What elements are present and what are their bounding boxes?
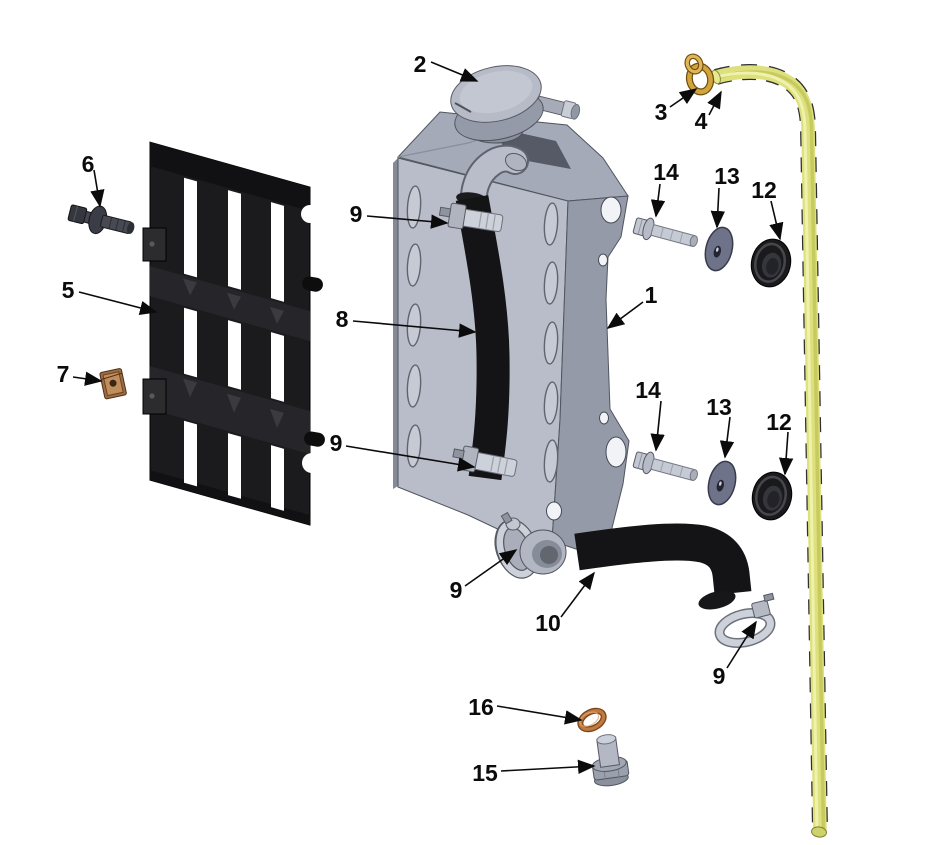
callout-2: 2 — [414, 51, 479, 82]
upper-washer — [700, 223, 738, 275]
callout-label: 1 — [645, 282, 658, 308]
lower-grommet — [746, 467, 798, 525]
guard-clip-nut — [99, 368, 127, 400]
bracket-hole — [599, 411, 609, 425]
bracket-hole — [546, 501, 562, 521]
callout-7: 7 — [57, 361, 103, 387]
overflow-tube — [711, 64, 828, 838]
callout-label: 3 — [655, 99, 668, 125]
callout-label: 13 — [706, 394, 732, 420]
callout-4: 4 — [695, 90, 722, 134]
lower-mount-bolt — [631, 448, 701, 488]
callout-9-middle: 9 — [330, 430, 476, 472]
outlet-hose — [574, 523, 752, 610]
callout-5: 5 — [62, 277, 158, 315]
callout-label: 9 — [350, 201, 363, 227]
bracket-hole — [598, 253, 608, 267]
guard-mount-bolt — [67, 204, 135, 235]
callout-10: 10 — [535, 571, 595, 636]
callout-label: 4 — [695, 108, 708, 134]
bracket-hole — [600, 196, 622, 224]
guard-notch-upper — [301, 205, 319, 223]
callout-9-outlet: 9 — [450, 549, 518, 603]
upper-grommet — [745, 234, 797, 292]
callout-label: 7 — [57, 361, 70, 387]
callout-label: 9 — [713, 663, 726, 689]
callout-label: 2 — [414, 51, 427, 77]
outlet-port — [494, 511, 567, 579]
callouts: 2 3 4 6 5 7 9 8 — [57, 51, 794, 786]
callout-8: 8 — [336, 306, 477, 338]
callout-3: 3 — [655, 88, 698, 125]
front-hose — [455, 192, 510, 481]
callout-16: 16 — [468, 694, 583, 725]
upper-mount-bolt — [631, 214, 701, 254]
callout-label: 12 — [766, 409, 792, 435]
callout-label: 5 — [62, 277, 75, 303]
callout-15: 15 — [472, 759, 596, 786]
callout-14-lower: 14 — [635, 377, 665, 452]
radiator — [393, 111, 630, 557]
callout-1: 1 — [606, 282, 658, 329]
callout-label: 10 — [535, 610, 561, 636]
outlet-hose-clamp — [714, 592, 776, 648]
guard-panel — [149, 141, 311, 526]
overflow-tube-clamp — [684, 53, 715, 96]
callout-9-upper: 9 — [350, 201, 449, 229]
guard-peg-lower — [304, 431, 325, 447]
callout-13-upper: 13 — [710, 163, 740, 229]
guard-peg-upper — [302, 276, 323, 292]
callout-label: 9 — [450, 577, 463, 603]
callout-label: 6 — [82, 151, 95, 177]
callout-12-lower: 12 — [766, 409, 794, 476]
hose-clamp-upper — [438, 202, 504, 233]
callout-label: 8 — [336, 306, 349, 332]
radiator-louvers — [406, 185, 559, 483]
callout-label: 9 — [330, 430, 343, 456]
drain-bolt — [591, 734, 630, 787]
callout-label: 14 — [653, 159, 679, 185]
callout-13-lower: 13 — [706, 394, 735, 459]
callout-label: 12 — [751, 177, 777, 203]
guard-notch-lower — [302, 453, 322, 473]
callout-label: 13 — [714, 163, 740, 189]
callout-14-upper: 14 — [650, 159, 679, 218]
callout-12-upper: 12 — [751, 177, 784, 241]
radiator-cap — [450, 65, 581, 144]
callout-label: 14 — [635, 377, 661, 403]
callout-6: 6 — [82, 151, 105, 208]
cap-overflow-nipple — [535, 95, 581, 120]
callout-9-outlet-hose: 9 — [713, 620, 757, 689]
callout-label: 16 — [468, 694, 494, 720]
callout-label: 15 — [472, 760, 498, 786]
drain-sealing-washer — [577, 707, 607, 733]
bracket-hole — [605, 436, 627, 468]
lower-washer — [703, 457, 741, 509]
radiator-left-edge — [393, 158, 398, 489]
radiator-guard — [142, 141, 325, 526]
